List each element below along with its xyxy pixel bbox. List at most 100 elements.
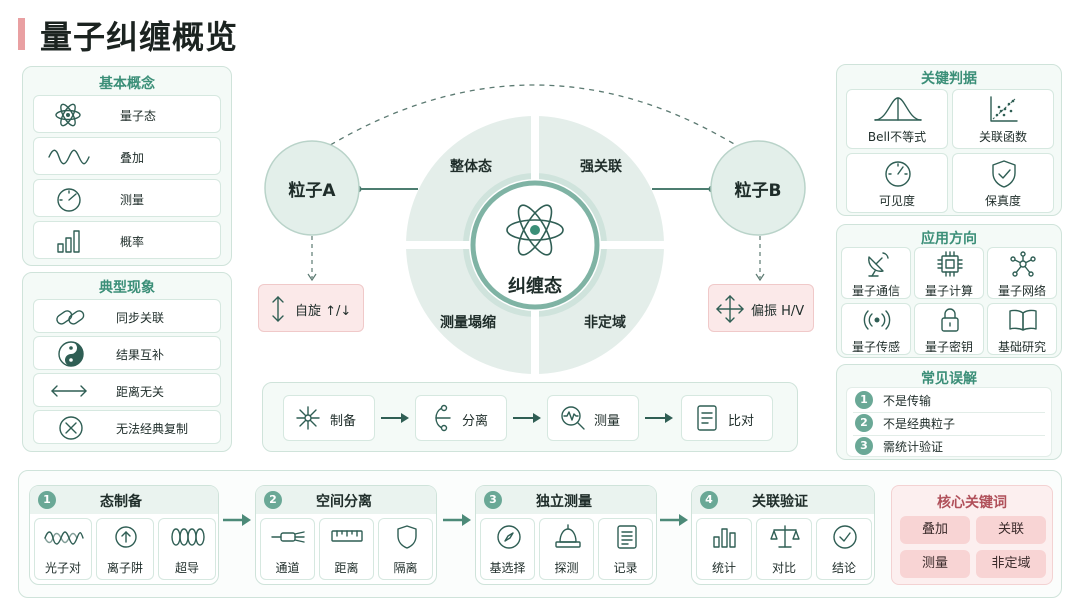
- flow-prepare[interactable]: 制备: [283, 395, 375, 441]
- step-item-label: 离子阱: [106, 561, 143, 575]
- flow-label: 测量: [594, 414, 621, 429]
- concept-probability[interactable]: 概率: [33, 221, 221, 259]
- misconception-label: 需统计验证: [883, 440, 944, 454]
- step-item-channel[interactable]: 通道: [260, 518, 315, 580]
- particle-a-node[interactable]: [264, 140, 360, 236]
- basic-concepts-title: 基本概念: [99, 76, 155, 92]
- particle-b-node[interactable]: [710, 140, 806, 236]
- misconception-label: 不是传输: [883, 394, 932, 408]
- polarization-box[interactable]: 偏振 H/V: [708, 284, 814, 332]
- criterion-bell[interactable]: Bell不等式: [846, 89, 948, 149]
- link-icon: [56, 310, 85, 325]
- concept-measurement[interactable]: 测量: [33, 179, 221, 217]
- criterion-visibility[interactable]: 可见度: [846, 153, 948, 213]
- step-title: 态制备: [100, 494, 142, 510]
- criteria-title: 关键判据: [921, 71, 977, 87]
- step-arrow: [223, 514, 251, 526]
- fiber-icon: [271, 531, 305, 543]
- vertical-arrows-icon: [272, 296, 284, 322]
- entanglement-diagram: [264, 84, 806, 380]
- application-label: 基础研究: [997, 340, 1046, 354]
- keyword-superposition[interactable]: 叠加: [900, 516, 970, 544]
- step-item-conclusion[interactable]: 结论: [816, 518, 872, 580]
- concept-superposition[interactable]: 叠加: [33, 137, 221, 175]
- criterion-label: 可见度: [878, 194, 915, 208]
- step-item-distance[interactable]: 距离: [319, 518, 374, 580]
- keywords-panel: 核心关键词 叠加 关联 测量 非定域: [891, 485, 1053, 585]
- step-item-record[interactable]: 记录: [598, 518, 653, 580]
- step-item-ion-trap[interactable]: 离子阱: [96, 518, 154, 580]
- misconception-label: 不是经典粒子: [883, 417, 956, 431]
- step-verify: 4 关联验证 统计 对比 结论: [691, 485, 875, 585]
- phenomenon-complement[interactable]: 结果互补: [33, 336, 221, 370]
- phenomenon-distance[interactable]: 距离无关: [33, 373, 221, 407]
- phenomenon-sync[interactable]: 同步关联: [33, 299, 221, 333]
- step-number: 3: [484, 491, 502, 509]
- application-network[interactable]: 量子网络: [987, 247, 1057, 299]
- move-arrows-icon: [716, 295, 744, 323]
- core-node[interactable]: [470, 180, 600, 310]
- criterion-correlation[interactable]: 关联函数: [952, 89, 1054, 149]
- step-item-isolation[interactable]: 隔离: [378, 518, 433, 580]
- misconception-number: 2: [855, 414, 873, 432]
- step-item-label: 距离: [334, 561, 359, 575]
- step-item-superconductor[interactable]: 超导: [158, 518, 216, 580]
- step-item-statistics[interactable]: 统计: [696, 518, 752, 580]
- flow-arrow: [645, 413, 673, 423]
- compass-icon: [497, 525, 521, 549]
- criterion-label: 关联函数: [978, 130, 1027, 144]
- keyword-nonlocality[interactable]: 非定域: [976, 550, 1046, 578]
- phenomenon-no-cloning[interactable]: 无法经典复制: [33, 410, 221, 444]
- step-item-label: 通道: [275, 561, 300, 575]
- flow-arrow: [381, 413, 409, 423]
- application-sensing[interactable]: 量子传感: [841, 303, 911, 355]
- misconception-item: 1 不是传输 2 不是经典粒子 3 需统计验证: [846, 387, 1052, 457]
- flow-compare[interactable]: 比对: [681, 395, 773, 441]
- particle-a-label: 粒子A: [288, 181, 336, 201]
- polarization-label: 偏振 H/V: [751, 304, 805, 319]
- concept-label: 概率: [120, 235, 145, 249]
- application-computing[interactable]: 量子计算: [914, 247, 984, 299]
- application-research[interactable]: 基础研究: [987, 303, 1057, 355]
- criterion-fidelity[interactable]: 保真度: [952, 153, 1054, 213]
- step-separate: 2 空间分离 通道 距离 隔离: [255, 485, 437, 585]
- quadrant-ring: [400, 110, 670, 380]
- bell-curve-icon: [874, 97, 922, 121]
- step-item-basis[interactable]: 基选择: [480, 518, 535, 580]
- detector-icon: [555, 524, 581, 548]
- flow-measure[interactable]: 测量: [547, 395, 639, 441]
- step-item-compare[interactable]: 对比: [756, 518, 812, 580]
- coil-icon: [171, 528, 205, 546]
- step-number: 2: [264, 491, 282, 509]
- flow-label: 比对: [728, 414, 755, 429]
- entanglement-arc: [321, 84, 745, 151]
- flow-label: 制备: [330, 414, 357, 429]
- concept-label: 量子态: [120, 109, 157, 123]
- step-item-photon-pair[interactable]: 光子对: [34, 518, 92, 580]
- spin-box[interactable]: 自旋 ↑/↓: [258, 284, 364, 332]
- misconceptions-title: 常见误解: [921, 371, 977, 387]
- step-arrow: [660, 514, 688, 526]
- misconception-number: 1: [855, 391, 873, 409]
- step-item-label: 记录: [613, 561, 638, 575]
- step-item-detect[interactable]: 探测: [539, 518, 594, 580]
- flow-separate[interactable]: 分离: [415, 395, 507, 441]
- criterion-label: Bell不等式: [867, 130, 927, 144]
- application-key[interactable]: 量子密钥: [914, 303, 984, 355]
- process-flow-panel: 制备 分离 测量 比对: [262, 382, 798, 452]
- bar-chart-icon: [57, 230, 80, 253]
- application-communication[interactable]: 量子通信: [841, 247, 911, 299]
- step-arrow: [443, 514, 471, 526]
- step-item-label: 基选择: [489, 561, 526, 575]
- core-atom-icon: [506, 204, 564, 256]
- keyword-measurement[interactable]: 测量: [900, 550, 970, 578]
- yin-yang-icon: [58, 341, 84, 367]
- phenomena-panel: 典型现象 同步关联 结果互补 距离无关 无法经典复制: [22, 272, 232, 452]
- step-title: 独立测量: [536, 494, 592, 510]
- concept-quantum-state[interactable]: 量子态: [33, 95, 221, 133]
- keyword-correlation[interactable]: 关联: [976, 516, 1046, 544]
- quadrant-strong-correlation: 强关联: [580, 159, 622, 175]
- page-title: 量子纠缠概览: [40, 18, 239, 56]
- application-label: 量子传感: [851, 340, 900, 354]
- step-measure: 3 独立测量 基选择 探测 记录: [475, 485, 657, 585]
